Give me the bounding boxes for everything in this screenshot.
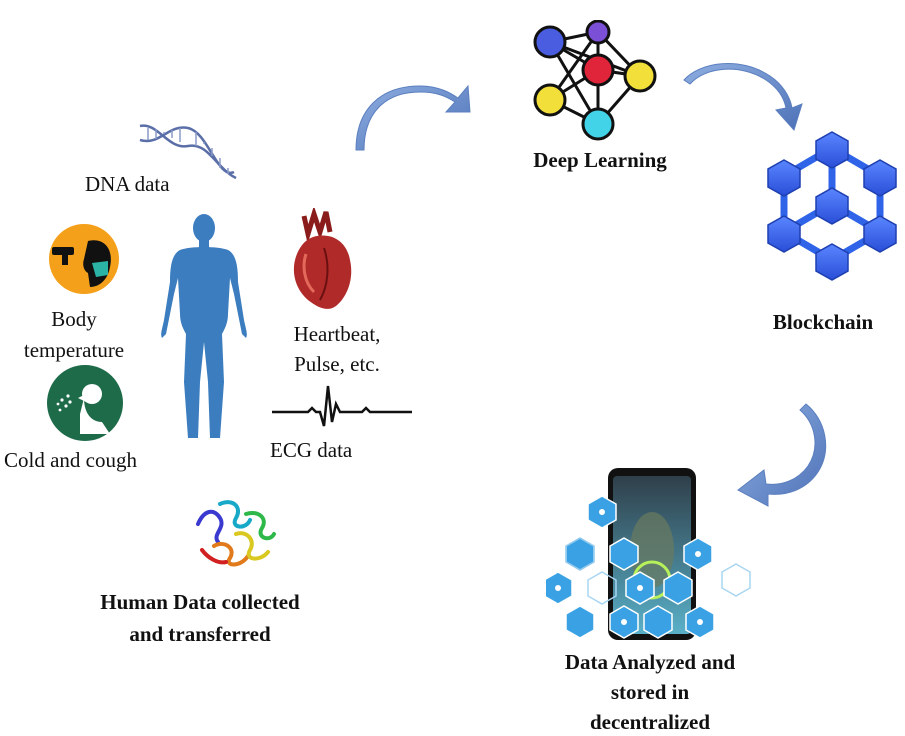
body-temp-label-1: Body — [51, 307, 97, 331]
protein-icon — [196, 500, 276, 567]
blockchain-label: Blockchain — [772, 310, 874, 334]
smartphone-health-icon — [546, 468, 751, 640]
deep-learning-label: Deep Learning — [533, 148, 667, 172]
analyzed-label-3: decentralized — [589, 710, 711, 734]
analyzed-label-2: stored in — [610, 680, 690, 704]
dna-icon — [139, 124, 237, 180]
cycle-arrow-icon — [737, 403, 827, 507]
heartbeat-label-1: Heartbeat, — [293, 322, 381, 346]
blockchain-icon — [767, 131, 897, 281]
cough-icon — [47, 365, 123, 441]
body-temp-label-2: temperature — [23, 338, 125, 362]
thermometer-icon — [49, 224, 119, 294]
human-data-label-1: Human Data collected — [100, 590, 300, 614]
human-body-icon — [161, 214, 247, 438]
ecg-label: ECG data — [270, 438, 353, 462]
heartbeat-label-2: Pulse, etc. — [294, 352, 380, 376]
dna-label: DNA data — [85, 172, 170, 196]
cold-cough-label: Cold and cough — [4, 448, 137, 472]
cycle-arrow-icon — [355, 84, 471, 151]
cycle-arrow-icon — [683, 63, 803, 131]
human-data-label-2: and transferred — [129, 622, 271, 646]
heart-icon — [293, 208, 352, 309]
ecg-icon — [272, 385, 412, 427]
neural-network-icon — [533, 20, 657, 141]
analyzed-label-1: Data Analyzed and — [564, 650, 736, 674]
